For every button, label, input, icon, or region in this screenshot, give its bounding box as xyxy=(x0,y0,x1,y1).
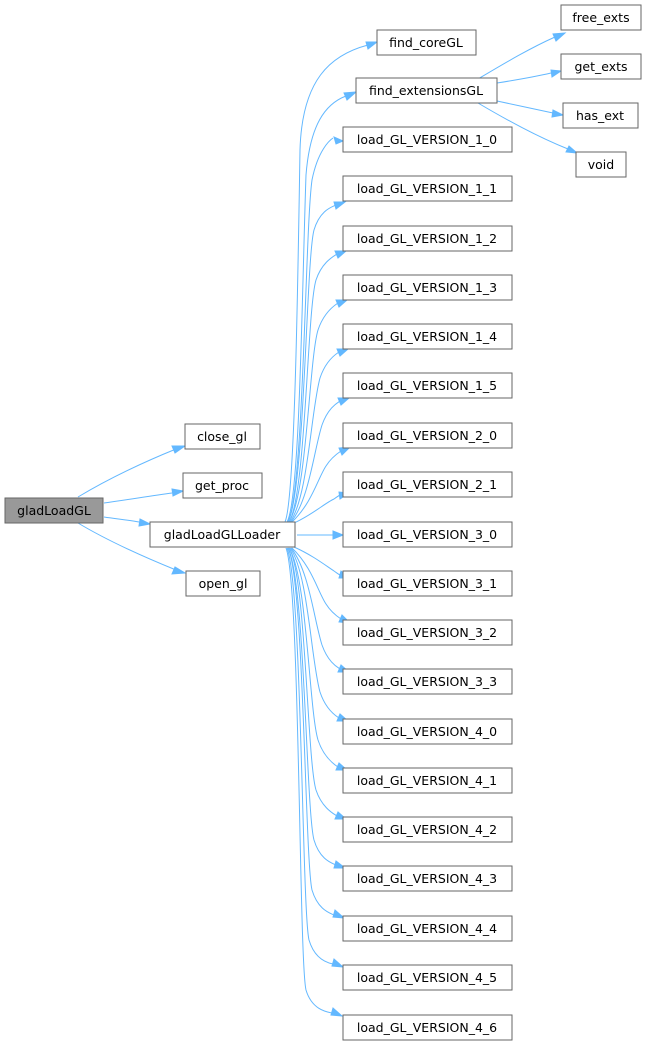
edge-loader-v1_5 xyxy=(290,400,341,523)
edge-loader-v1_4 xyxy=(289,351,340,523)
node-label: load_GL_VERSION_1_3 xyxy=(357,280,497,295)
edge-gladLoadGL-open_gl xyxy=(77,522,177,571)
node-label: load_GL_VERSION_3_3 xyxy=(357,674,497,689)
node-gladLoadGL[interactable]: gladLoadGL xyxy=(4,497,104,524)
node-label: load_GL_VERSION_3_1 xyxy=(357,576,497,591)
node-label: gladLoadGL xyxy=(17,503,91,518)
node-open_gl[interactable]: open_gl xyxy=(185,570,261,597)
node-load_GL_VERSION_1_0[interactable]: load_GL_VERSION_1_0 xyxy=(342,126,513,153)
node-load_GL_VERSION_3_1[interactable]: load_GL_VERSION_3_1 xyxy=(342,570,513,597)
node-get_proc[interactable]: get_proc xyxy=(182,472,263,499)
edge-loader-v4_1 xyxy=(288,547,339,768)
version-edges xyxy=(285,136,352,1017)
node-label: find_coreGL xyxy=(389,35,463,50)
edge-fext-has_ext xyxy=(496,100,554,114)
edge-loader-v4_4 xyxy=(287,547,335,916)
node-load_GL_VERSION_4_3[interactable]: load_GL_VERSION_4_3 xyxy=(342,865,513,892)
edge-fext-get_exts xyxy=(496,72,552,84)
node-find_extensionsGL[interactable]: find_extensionsGL xyxy=(355,77,498,104)
node-load_GL_VERSION_4_2[interactable]: load_GL_VERSION_4_2 xyxy=(342,816,513,843)
node-load_GL_VERSION_1_2[interactable]: load_GL_VERSION_1_2 xyxy=(342,225,513,252)
node-label: has_ext xyxy=(576,108,624,123)
node-load_GL_VERSION_4_0[interactable]: load_GL_VERSION_4_0 xyxy=(342,718,513,745)
node-gladLoadGLLoader[interactable]: gladLoadGLLoader xyxy=(149,521,296,548)
edge-loader-find_extensionsGL xyxy=(286,95,347,523)
edge-loader-v1_1 xyxy=(287,204,337,523)
node-label: load_GL_VERSION_3_0 xyxy=(357,527,497,542)
node-label: load_GL_VERSION_4_3 xyxy=(357,871,497,886)
node-load_GL_VERSION_1_4[interactable]: load_GL_VERSION_1_4 xyxy=(342,323,513,350)
node-label: load_GL_VERSION_1_1 xyxy=(357,181,497,196)
node-label: load_GL_VERSION_2_1 xyxy=(357,477,497,492)
node-close_gl[interactable]: close_gl xyxy=(184,423,261,450)
edge-loader-v1_2 xyxy=(288,253,338,523)
edge-loader-v3_2 xyxy=(291,547,342,620)
node-void[interactable]: void xyxy=(575,151,627,178)
node-label: load_GL_VERSION_4_1 xyxy=(357,773,497,788)
edge-loader-v1_0 xyxy=(287,137,334,523)
node-label: load_GL_VERSION_4_5 xyxy=(357,970,497,985)
node-label: load_GL_VERSION_4_4 xyxy=(357,921,497,936)
node-label: load_GL_VERSION_4_2 xyxy=(357,822,497,837)
node-label: open_gl xyxy=(199,576,248,591)
edge-gladLoadGL-gladLoadGLLoader xyxy=(103,516,140,523)
node-label: load_GL_VERSION_4_6 xyxy=(357,1020,497,1035)
node-label: load_GL_VERSION_1_2 xyxy=(357,231,497,246)
node-load_GL_VERSION_1_1[interactable]: load_GL_VERSION_1_1 xyxy=(342,175,513,202)
node-load_GL_VERSION_3_3[interactable]: load_GL_VERSION_3_3 xyxy=(342,668,513,695)
node-label: load_GL_VERSION_4_0 xyxy=(357,724,497,739)
edge-loader-v3_3 xyxy=(290,547,341,670)
node-free_exts[interactable]: free_exts xyxy=(560,4,642,31)
node-load_GL_VERSION_4_4[interactable]: load_GL_VERSION_4_4 xyxy=(342,915,513,942)
edge-loader-v4_5 xyxy=(286,547,334,965)
node-load_GL_VERSION_4_6[interactable]: load_GL_VERSION_4_6 xyxy=(342,1014,513,1041)
node-has_ext[interactable]: has_ext xyxy=(562,102,639,129)
node-load_GL_VERSION_1_3[interactable]: load_GL_VERSION_1_3 xyxy=(342,274,513,301)
node-label: load_GL_VERSION_1_4 xyxy=(357,329,497,344)
node-label: find_extensionsGL xyxy=(369,83,483,98)
edge-loader-v4_0 xyxy=(289,547,340,719)
node-load_GL_VERSION_2_0[interactable]: load_GL_VERSION_2_0 xyxy=(342,422,513,449)
edge-loader-v4_2 xyxy=(288,547,338,817)
edge-fext-void xyxy=(477,102,569,150)
node-load_GL_VERSION_2_1[interactable]: load_GL_VERSION_2_1 xyxy=(342,471,513,498)
node-load_GL_VERSION_3_0[interactable]: load_GL_VERSION_3_0 xyxy=(342,521,513,548)
node-get_exts[interactable]: get_exts xyxy=(560,53,642,80)
node-label: load_GL_VERSION_3_2 xyxy=(357,625,497,640)
node-find_coreGL[interactable]: find_coreGL xyxy=(376,29,477,56)
node-label: load_GL_VERSION_2_0 xyxy=(357,428,497,443)
edge-loader-v2_0 xyxy=(291,450,342,523)
node-label: gladLoadGLLoader xyxy=(164,527,281,542)
edge-loader-v1_3 xyxy=(288,302,339,523)
node-label: get_proc xyxy=(195,478,249,493)
edge-loader-v4_3 xyxy=(287,547,337,866)
node-load_GL_VERSION_3_2[interactable]: load_GL_VERSION_3_2 xyxy=(342,619,513,646)
edge-gladLoadGL-close_gl xyxy=(77,448,177,498)
edge-loader-v3_1 xyxy=(293,546,341,576)
node-label: void xyxy=(588,157,614,172)
node-label: free_exts xyxy=(572,10,629,25)
edge-gladLoadGL-get_proc xyxy=(103,492,173,504)
node-label: load_GL_VERSION_1_0 xyxy=(357,132,497,147)
node-load_GL_VERSION_4_1[interactable]: load_GL_VERSION_4_1 xyxy=(342,767,513,794)
node-label: load_GL_VERSION_1_5 xyxy=(357,378,497,393)
edge-loader-v2_1 xyxy=(293,494,341,524)
node-label: close_gl xyxy=(197,429,247,444)
edge-loader-v4_6 xyxy=(285,547,333,1014)
node-load_GL_VERSION_1_5[interactable]: load_GL_VERSION_1_5 xyxy=(342,372,513,399)
edge-fext-free_exts xyxy=(477,36,556,80)
node-label: get_exts xyxy=(574,59,627,74)
edges xyxy=(77,32,579,1017)
edge-loader-find_coreGL xyxy=(284,44,369,523)
node-load_GL_VERSION_4_5[interactable]: load_GL_VERSION_4_5 xyxy=(342,964,513,991)
